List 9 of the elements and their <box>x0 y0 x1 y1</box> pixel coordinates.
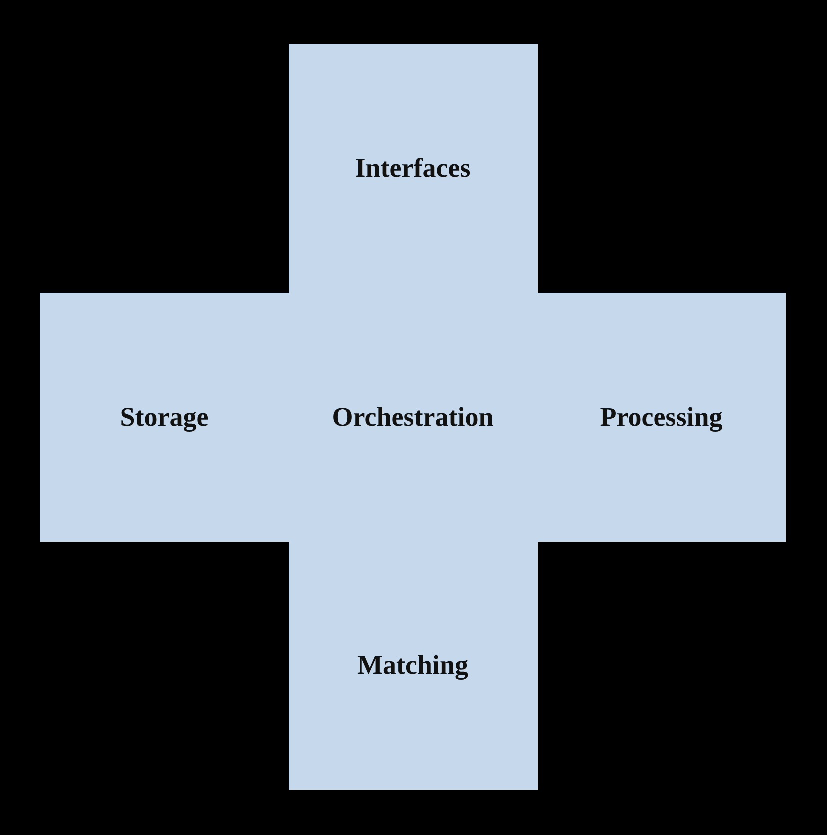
section-block <box>40 292 289 542</box>
section-label: Interfaces <box>355 153 471 184</box>
section-label: Storage <box>120 402 209 432</box>
section-block <box>537 292 786 542</box>
section-label: Processing <box>600 402 723 432</box>
section-label: Matching <box>358 650 468 681</box>
section-label: Orchestration <box>332 402 494 432</box>
section-block <box>288 541 538 790</box>
section-block <box>288 44 538 293</box>
